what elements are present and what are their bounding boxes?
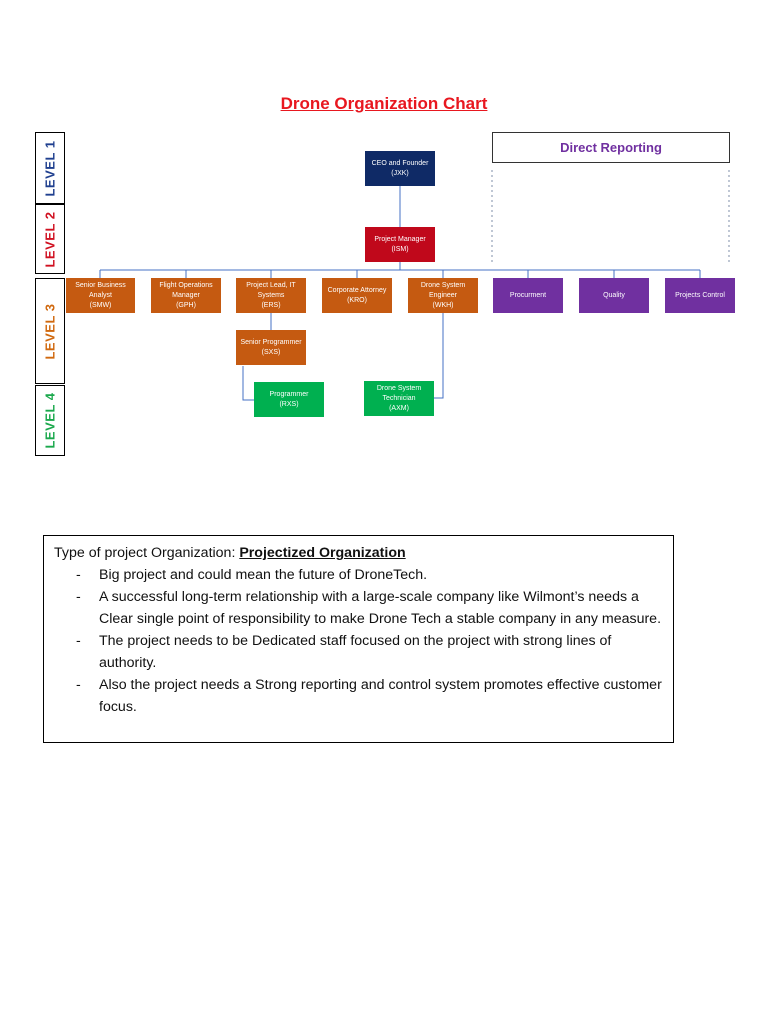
node-dse-code: (WKH): [432, 301, 454, 309]
node-corporate-attorney: Corporate Attorney (KRO): [322, 278, 392, 313]
node-drone-system-engineer: Drone System Engineer (WKH): [408, 278, 478, 313]
node-flight-operations-manager: Flight Operations Manager (GPH): [151, 278, 221, 313]
node-fom-code: (GPH): [176, 301, 196, 309]
organization-description-box: Type of project Organization: Projectize…: [43, 535, 674, 743]
list-item: - A successful long-term relationship wit…: [54, 586, 663, 630]
reasons-list: - Big project and could mean the future o…: [54, 564, 663, 718]
bullet-dash: -: [76, 589, 81, 605]
node-procurement-title: Procurment: [509, 291, 547, 299]
node-pm-code: (ISM): [391, 245, 409, 253]
node-quality-title: Quality: [603, 291, 625, 299]
node-dst-title: Drone System Technician: [376, 384, 422, 402]
organization-type-value: Projectized Organization: [239, 545, 406, 561]
list-item: - Also the project needs a Strong reporti…: [54, 674, 663, 718]
organization-type-line: Type of project Organization: Projectize…: [54, 542, 663, 564]
node-ceo-title: CEO and Founder: [371, 159, 429, 167]
node-sba-title: Senior Business Analyst: [75, 281, 126, 299]
sp-to-programmer-line: [242, 366, 254, 401]
node-quality: Quality: [579, 278, 649, 313]
node-fom-title: Flight Operations Manager: [159, 281, 213, 299]
node-projects-control: Projects Control: [665, 278, 735, 313]
bullet-dash: -: [76, 633, 81, 649]
node-sp-code: (SXS): [261, 348, 281, 356]
node-programmer: Programmer (RXS): [254, 382, 324, 417]
node-project-lead-it: Project Lead, IT Systems (ERS): [236, 278, 306, 313]
node-dst-code: (AXM): [389, 404, 409, 412]
node-pm-title: Project Manager: [374, 235, 426, 243]
reason-text: The project needs to be Dedicated staff …: [99, 633, 612, 671]
reason-text: Also the project needs a Strong reportin…: [99, 677, 662, 715]
bullet-dash: -: [76, 677, 81, 693]
node-sba-code: (SMW): [89, 301, 112, 309]
node-plit-code: (ERS): [261, 301, 281, 309]
list-item: - Big project and could mean the future o…: [54, 564, 663, 586]
node-plit-title: Project Lead, IT Systems: [246, 281, 296, 299]
chart-title: Drone Organization Chart: [280, 94, 488, 113]
node-programmer-code: (RXS): [279, 400, 299, 408]
list-item: - The project needs to be Dedicated staff…: [54, 630, 663, 674]
reason-text: A successful long-term relationship with…: [99, 589, 662, 627]
dse-to-dst-line: [434, 313, 444, 399]
bullet-dash: -: [76, 567, 81, 583]
node-drone-system-technician: Drone System Technician (AXM): [364, 381, 434, 416]
node-ceo-code: (JXK): [391, 169, 409, 177]
organization-type-lead: Type of project Organization:: [54, 545, 240, 561]
node-dse-title: Drone System Engineer: [420, 281, 466, 299]
level-2-label: LEVEL 2: [35, 204, 65, 274]
node-attorney-code: (KRO): [347, 296, 367, 304]
direct-reporting-box: Direct Reporting: [492, 132, 730, 163]
node-projects-control-title: Projects Control: [675, 291, 725, 299]
level-1-label: LEVEL 1: [35, 132, 65, 204]
node-programmer-title: Programmer: [269, 390, 309, 398]
node-sp-title: Senior Programmer: [240, 338, 302, 346]
node-senior-business-analyst: Senior Business Analyst (SMW): [66, 278, 135, 313]
node-ceo: CEO and Founder (JXK): [365, 151, 435, 186]
node-procurement: Procurment: [493, 278, 563, 313]
level-4-label: LEVEL 4: [35, 385, 65, 456]
node-attorney-title: Corporate Attorney: [327, 286, 387, 294]
level-3-label: LEVEL 3: [35, 278, 65, 384]
node-project-manager: Project Manager (ISM): [365, 227, 435, 262]
reason-text: Big project and could mean the future of…: [99, 567, 428, 583]
node-senior-programmer: Senior Programmer (SXS): [236, 330, 306, 365]
